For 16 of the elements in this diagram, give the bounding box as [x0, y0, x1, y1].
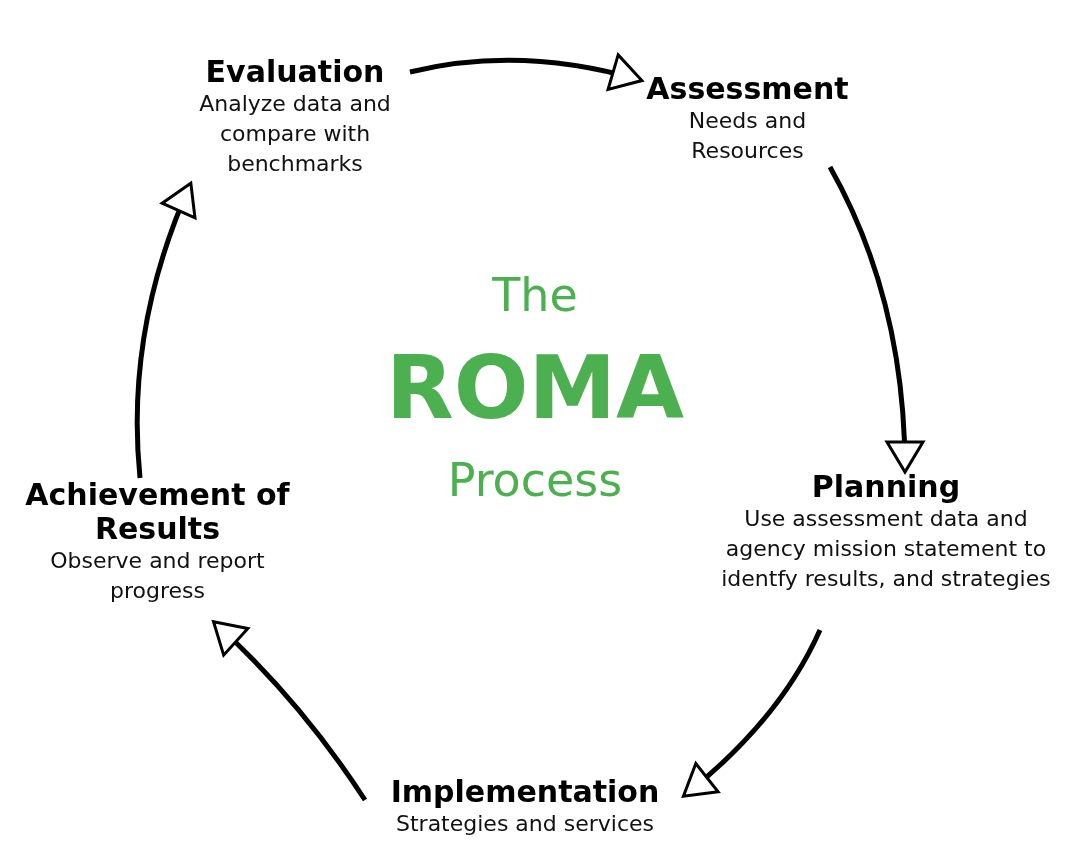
step-heading: Assessment	[646, 72, 849, 106]
step-description: Strategies and services	[396, 810, 654, 838]
step-heading: Implementation	[390, 775, 660, 809]
step-heading: Achievement of Results	[24, 478, 291, 546]
step-description: Use assessment data and agency mission statement to identfy results, and strategies	[720, 505, 1052, 593]
step-description: Needs and Resources	[687, 107, 808, 165]
diagram-title: The ROMA Process	[384, 267, 686, 509]
arrow	[409, 53, 644, 92]
arrow	[134, 181, 198, 479]
arrow	[681, 628, 823, 798]
arrow	[827, 165, 924, 474]
step-heading: Evaluation	[205, 55, 385, 89]
step-heading: Planning	[811, 470, 961, 504]
step-description: Observe and report progress	[49, 547, 266, 605]
step-description: Analyze data and compare with benchmarks	[198, 90, 392, 178]
arrow	[212, 620, 368, 802]
